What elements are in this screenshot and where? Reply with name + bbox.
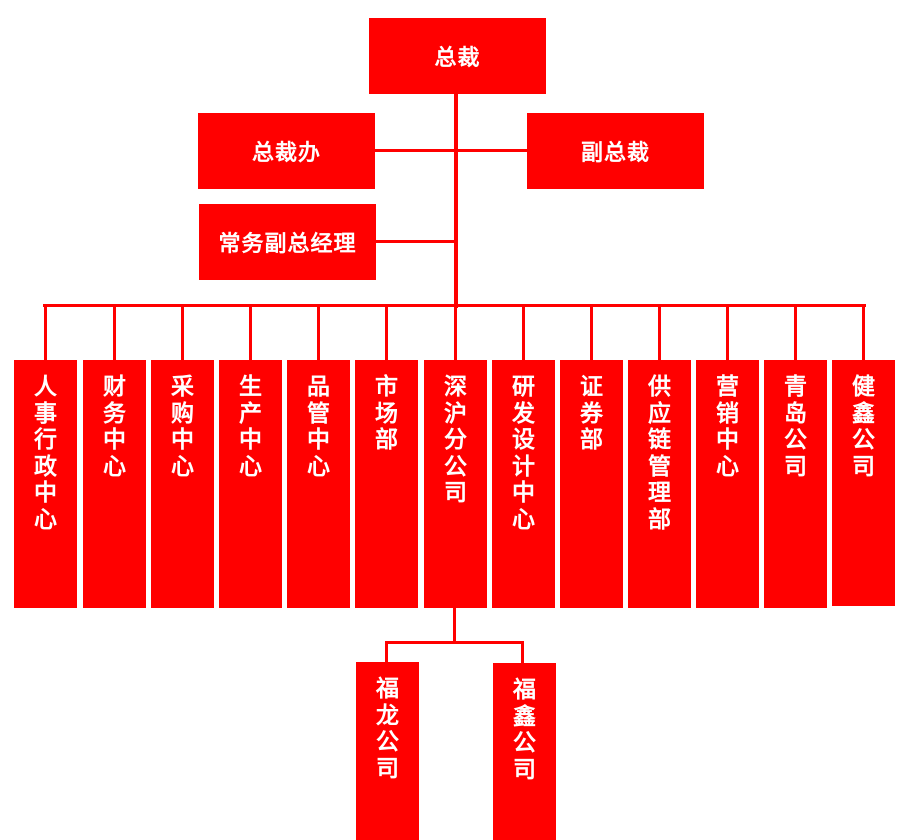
connector-subsidiaries-bar [385, 641, 524, 644]
node-department[interactable]: 财务中心 [83, 360, 146, 608]
node-label: 总裁 [434, 46, 481, 71]
node-label: 副总裁 [580, 141, 650, 166]
connector-department-drop [44, 304, 47, 361]
node-department[interactable]: 深沪分公司 [424, 360, 487, 608]
node-department[interactable]: 市场部 [355, 360, 418, 608]
node-label: 市场部 [375, 374, 398, 453]
node-label: 品管中心 [307, 374, 330, 480]
node-executive-vp[interactable]: 常务副总经理 [199, 204, 376, 280]
node-label: 常务副总经理 [218, 232, 357, 257]
node-subsidiary-fulong[interactable]: 福龙公司 [356, 662, 419, 840]
node-label: 青岛公司 [784, 374, 807, 480]
node-department[interactable]: 采购中心 [151, 360, 214, 608]
node-label: 研发设计中心 [512, 374, 535, 533]
node-label: 证券部 [580, 374, 603, 453]
node-department[interactable]: 生产中心 [219, 360, 282, 608]
connector-department-drop [862, 304, 865, 361]
node-department[interactable]: 证券部 [560, 360, 623, 608]
connector-department-drop [113, 304, 116, 361]
connector-department-drop [522, 304, 525, 361]
node-label: 深沪分公司 [444, 374, 467, 506]
node-label: 生产中心 [239, 374, 262, 480]
node-president[interactable]: 总裁 [369, 18, 546, 94]
node-department[interactable]: 人事行政中心 [14, 360, 77, 608]
node-department[interactable]: 青岛公司 [764, 360, 827, 608]
connector-subsidiary-drop-2 [521, 641, 524, 663]
node-label: 采购中心 [171, 374, 194, 480]
connector-subsidiary-drop-1 [385, 641, 388, 663]
connector-department-drop [454, 304, 457, 361]
node-label: 营销中心 [716, 374, 739, 480]
node-vice-president[interactable]: 副总裁 [527, 113, 704, 189]
node-label: 供应链管理部 [648, 374, 671, 533]
connector-department-drop [249, 304, 252, 361]
node-department[interactable]: 研发设计中心 [492, 360, 555, 608]
connector-department-drop [317, 304, 320, 361]
node-subsidiary-fuxin[interactable]: 福鑫公司 [493, 663, 556, 840]
connector-department-drop [658, 304, 661, 361]
connector-department-drop [385, 304, 388, 361]
node-department[interactable]: 供应链管理部 [628, 360, 691, 608]
node-label: 人事行政中心 [34, 374, 57, 533]
connector-staff [374, 149, 528, 152]
node-label: 总裁办 [251, 141, 321, 166]
connector-root-trunk [454, 94, 458, 308]
connector-department-drop [181, 304, 184, 361]
node-department[interactable]: 品管中心 [287, 360, 350, 608]
node-label: 财务中心 [103, 374, 126, 480]
node-label: 福鑫公司 [513, 677, 536, 783]
node-president-office[interactable]: 总裁办 [198, 113, 375, 189]
connector-department-drop [726, 304, 729, 361]
node-label: 福龙公司 [376, 676, 399, 782]
connector-branch-trunk [453, 606, 456, 643]
connector-executive [375, 240, 456, 243]
connector-department-drop [794, 304, 797, 361]
node-department[interactable]: 营销中心 [696, 360, 759, 608]
node-label: 健鑫公司 [852, 374, 875, 480]
connector-department-drop [590, 304, 593, 361]
node-department[interactable]: 健鑫公司 [832, 360, 895, 606]
